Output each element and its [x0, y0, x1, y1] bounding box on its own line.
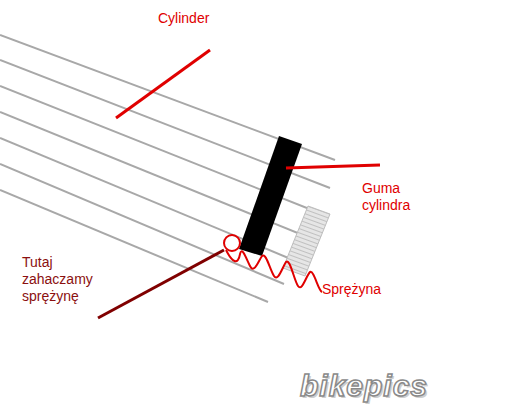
leader-line	[98, 250, 224, 318]
note-label: Tutaj zahaczamy sprężynę	[22, 254, 102, 305]
part-label: Sprężyna	[322, 281, 412, 298]
part-label: Cylinder	[158, 10, 278, 27]
hook-point	[224, 235, 240, 251]
rubber-block	[239, 136, 302, 256]
watermark: bikepics	[300, 368, 500, 404]
leader-line	[286, 165, 380, 168]
part-label: Guma cylindra	[362, 180, 437, 214]
leader-line	[116, 50, 210, 118]
spring	[226, 250, 322, 292]
